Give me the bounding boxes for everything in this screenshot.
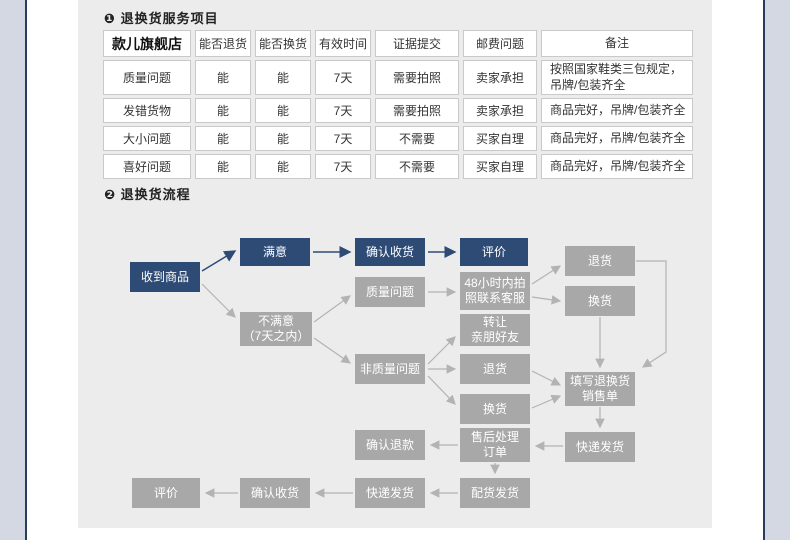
table-cell: 能 (195, 154, 251, 180)
table-cell: 能 (195, 98, 251, 124)
table-cell: 商品完好，吊牌/包装齐全 (541, 154, 693, 180)
flow-node-review-bottom: 评价 (132, 478, 200, 508)
table-cell: 喜好问题 (103, 154, 191, 180)
table-cell: 需要拍照 (375, 60, 459, 96)
table-cell: 商品完好，吊牌/包装齐全 (541, 98, 693, 124)
table-cell: 能 (255, 126, 311, 152)
table-header-cell: 有效时间 (315, 30, 371, 57)
left-border-line (25, 0, 27, 540)
flow-node-return-mid: 退货 (460, 354, 530, 384)
table-cell: 商品完好，吊牌/包装齐全 (541, 126, 693, 152)
table-cell: 不需要 (375, 154, 459, 180)
flow-node-aftersale-order: 售后处理 订单 (460, 428, 530, 462)
flow-node-contact-48h: 48小时内拍 照联系客服 (460, 272, 530, 310)
table-cell: 能 (255, 60, 311, 96)
table-cell: 需要拍照 (375, 98, 459, 124)
flow-node-exchange-mid: 换货 (460, 394, 530, 424)
right-margin-strip (765, 0, 790, 540)
section-title-service-items: ❶ 退换货服务项目 (104, 11, 219, 26)
table-cell: 卖家承担 (463, 60, 537, 96)
flow-node-review: 评价 (460, 238, 528, 266)
table-cell: 买家自理 (463, 154, 537, 180)
flow-node-non-quality-issue: 非质量问题 (355, 354, 425, 384)
flow-node-return: 退货 (565, 246, 635, 276)
flow-node-express-ship: 快递发货 (565, 432, 635, 462)
table-cell: 7天 (315, 126, 371, 152)
table-cell: 不需要 (375, 126, 459, 152)
table-cell: 质量问题 (103, 60, 191, 96)
table-cell: 能 (195, 126, 251, 152)
right-border-line (763, 0, 765, 540)
flow-node-satisfied: 满意 (240, 238, 310, 266)
table-cell: 按照国家鞋类三包规定， 吊牌/包装齐全 (541, 60, 693, 96)
table-cell: 7天 (315, 98, 371, 124)
flow-node-fill-return-form: 填写退换货 销售单 (565, 372, 635, 406)
table-header-cell: 能否退货 (195, 30, 251, 57)
table-header-row: 款儿旗舰店能否退货能否换货有效时间证据提交邮费问题备注 (103, 30, 693, 57)
flow-node-confirm-receipt-bottom: 确认收货 (240, 478, 310, 508)
table-cell: 卖家承担 (463, 98, 537, 124)
table-cell: 7天 (315, 154, 371, 180)
flow-node-quality-issue: 质量问题 (355, 277, 425, 307)
flow-node-exchange: 换货 (565, 286, 635, 316)
table-cell: 大小问题 (103, 126, 191, 152)
table-header-cell: 邮费问题 (463, 30, 537, 57)
table-header-cell: 能否换货 (255, 30, 311, 57)
flow-node-confirm-refund: 确认退款 (355, 430, 425, 460)
table-header-cell: 证据提交 (375, 30, 459, 57)
left-margin-strip (0, 0, 25, 540)
table-header-cell: 款儿旗舰店 (103, 30, 191, 57)
flow-node-confirm-receipt: 确认收货 (355, 238, 425, 266)
table-header-cell: 备注 (541, 30, 693, 57)
table-cell: 能 (195, 60, 251, 96)
table-cell: 能 (255, 154, 311, 180)
table-cell: 买家自理 (463, 126, 537, 152)
table-cell: 发错货物 (103, 98, 191, 124)
flow-node-express-ship-bottom: 快递发货 (355, 478, 425, 508)
table-cell: 7天 (315, 60, 371, 96)
flow-node-transfer-friends: 转让 亲朋好友 (460, 314, 530, 346)
table-cell: 能 (255, 98, 311, 124)
flow-node-dispatch-goods: 配货发货 (460, 478, 530, 508)
flow-node-unsatisfied: 不满意 （7天之内） (240, 312, 312, 346)
section-title-flow: ❷ 退换货流程 (104, 187, 191, 202)
flow-node-received-goods: 收到商品 (130, 262, 200, 292)
